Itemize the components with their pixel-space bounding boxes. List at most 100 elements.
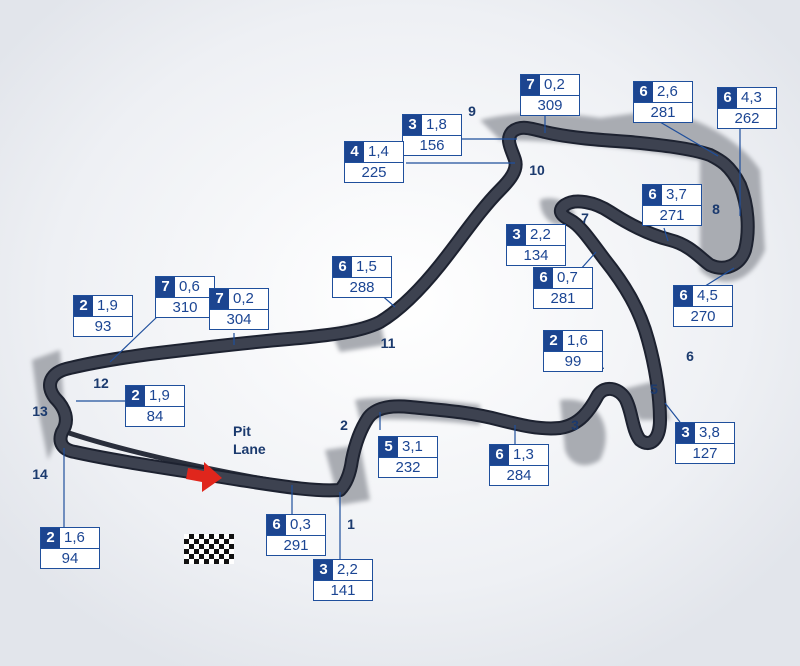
g-force-value: 4,3 — [741, 89, 762, 106]
leader-line — [664, 402, 681, 423]
leader-line — [659, 121, 719, 157]
turn-number: 6 — [686, 348, 694, 364]
pit-lane-label: Pit Lane — [233, 422, 266, 458]
gear-number: 2 — [41, 528, 60, 548]
track-outline — [45, 122, 753, 496]
gear-number: 2 — [544, 331, 563, 351]
turn-number: 12 — [93, 375, 109, 391]
gear-number: 3 — [676, 423, 695, 443]
leader-line — [701, 267, 735, 289]
gear-number: 2 — [74, 296, 93, 316]
g-force-value: 2,6 — [657, 83, 678, 100]
g-force-value: 2,2 — [530, 226, 551, 243]
gear-number: 6 — [643, 185, 662, 205]
turn-number: 3 — [571, 417, 579, 433]
speed-value: 225 — [361, 164, 387, 181]
gear-number: 5 — [379, 437, 398, 457]
g-force-value: 0,3 — [290, 516, 311, 533]
gear-number: 6 — [718, 88, 737, 108]
leader-line — [109, 314, 160, 363]
pit-lane-label-line: Lane — [233, 441, 266, 457]
turn-number: 2 — [340, 417, 348, 433]
g-force-value: 0,2 — [544, 76, 565, 93]
g-force-value: 1,6 — [567, 332, 588, 349]
turn-number: 5 — [650, 381, 658, 397]
speed-value: 232 — [395, 459, 421, 476]
speed-value: 84 — [146, 408, 164, 425]
turn-number: 9 — [468, 103, 476, 119]
speed-value: 310 — [172, 299, 198, 316]
pit-arrow-icon — [186, 462, 222, 492]
turn-number: 10 — [529, 162, 545, 178]
speed-value: 262 — [734, 110, 760, 127]
speed-value: 134 — [523, 247, 549, 264]
gear-number: 6 — [674, 286, 693, 306]
gear-number: 2 — [126, 386, 145, 406]
speed-value: 309 — [537, 97, 563, 114]
speed-value: 127 — [692, 445, 718, 462]
g-force-value: 1,6 — [64, 529, 85, 546]
gear-number: 3 — [507, 225, 526, 245]
gear-number: 3 — [314, 560, 333, 580]
turn-number: 14 — [32, 466, 48, 482]
g-force-value: 1,8 — [426, 116, 447, 133]
speed-value: 156 — [419, 137, 445, 154]
turn-number: 1 — [347, 516, 355, 532]
speed-value: 284 — [506, 467, 532, 484]
g-force-value: 1,4 — [368, 143, 389, 160]
turn-number: 11 — [380, 335, 396, 351]
g-force-value: 1,3 — [513, 446, 534, 463]
g-force-value: 0,7 — [557, 269, 578, 286]
turn-number: 8 — [712, 201, 720, 217]
speed-value: 288 — [349, 279, 375, 296]
g-force-value: 4,5 — [697, 287, 718, 304]
gear-number: 6 — [267, 515, 286, 535]
speed-value: 281 — [550, 290, 576, 307]
g-force-value: 3,8 — [699, 424, 720, 441]
gear-number: 7 — [521, 75, 540, 95]
g-force-value: 0,6 — [179, 278, 200, 295]
leader-line — [663, 227, 669, 242]
g-force-value: 0,2 — [233, 290, 254, 307]
gear-number: 7 — [210, 289, 229, 309]
speed-value: 281 — [650, 104, 676, 121]
checkered-flag-icon — [184, 534, 234, 564]
gear-number: 6 — [490, 445, 509, 465]
gear-number: 4 — [345, 142, 364, 162]
speed-value: 141 — [330, 582, 356, 599]
speed-value: 93 — [94, 318, 112, 335]
g-force-value: 1,9 — [149, 387, 170, 404]
g-force-value: 3,1 — [402, 438, 423, 455]
g-force-value: 1,9 — [97, 297, 118, 314]
gear-number: 3 — [403, 115, 422, 135]
runoff-turn-3 — [560, 399, 606, 466]
speed-value: 271 — [659, 207, 685, 224]
pit-lane-label-line: Pit — [233, 423, 251, 439]
gear-number: 6 — [634, 82, 653, 102]
speed-value: 291 — [283, 537, 309, 554]
turn-number: 7 — [581, 210, 589, 226]
gear-number: 7 — [156, 277, 175, 297]
gear-number: 6 — [333, 257, 352, 277]
speed-value: 94 — [61, 550, 79, 567]
g-force-value: 1,5 — [356, 258, 377, 275]
g-force-value: 2,2 — [337, 561, 358, 578]
